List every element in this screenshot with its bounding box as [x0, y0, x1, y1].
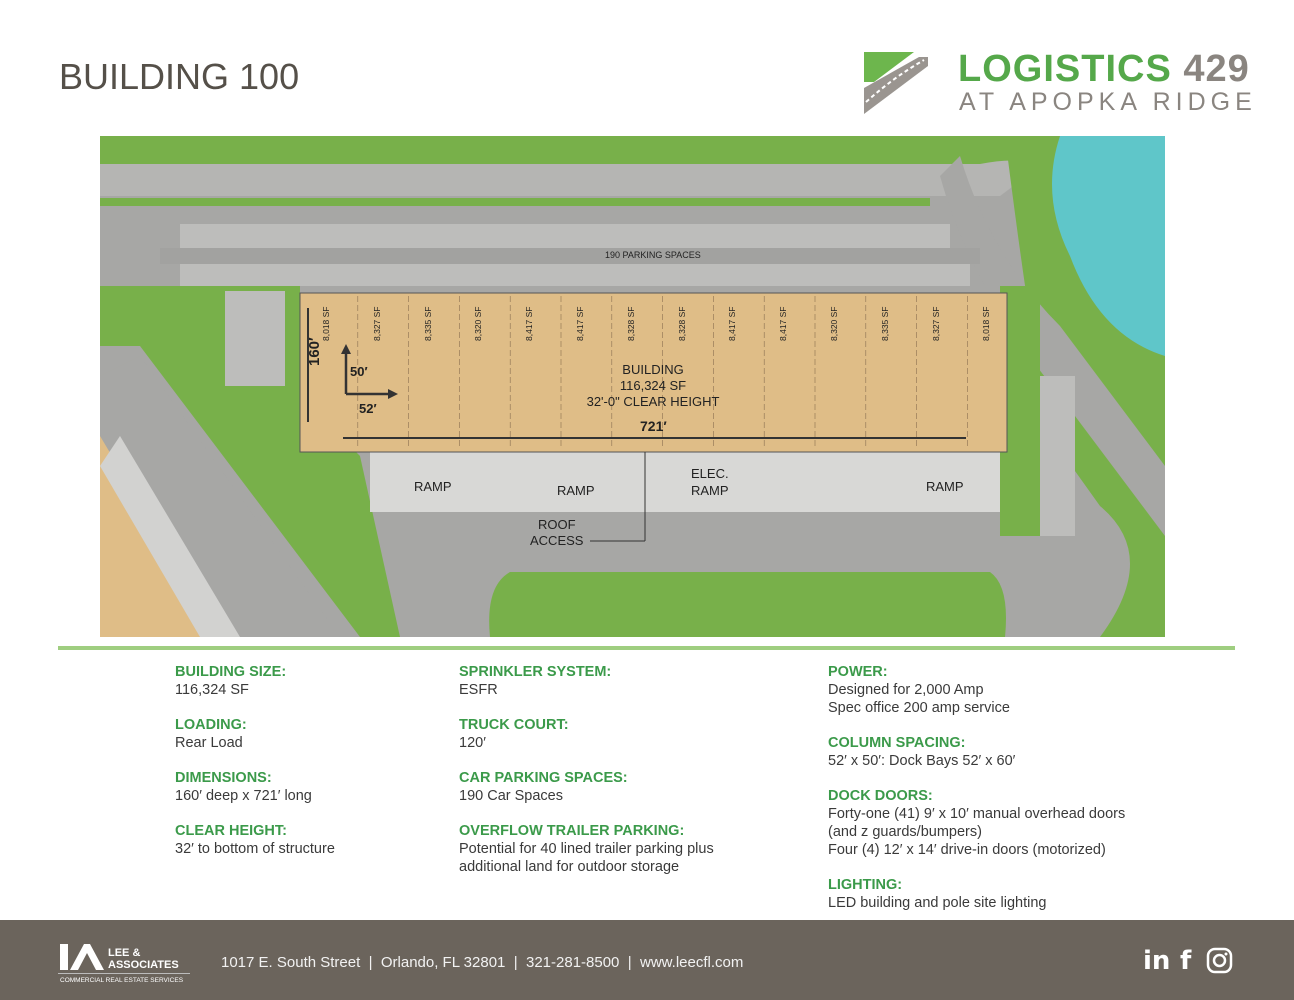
- company-tagline: COMMERCIAL REAL ESTATE SERVICES: [60, 977, 184, 984]
- logo-number: 429: [1183, 48, 1250, 90]
- spec-value: Potential for 40 lined trailer parking p…: [459, 841, 714, 857]
- spec-value: 190 Car Spaces: [459, 788, 563, 804]
- bay-sf-label: 8,417 SF: [778, 306, 789, 342]
- street: 1017 E. South Street: [221, 954, 361, 971]
- bay-sf-label: 8,327 SF: [930, 306, 941, 342]
- spec-value: Four (4) 12′ x 14′ drive-in doors (motor…: [828, 842, 1106, 858]
- column-spacing-horizontal: 52′: [359, 401, 377, 416]
- bay-sf-label: 8,018 SF: [321, 306, 331, 342]
- spec-heading: POWER:: [828, 664, 888, 680]
- building-sf: 116,324 SF: [619, 378, 687, 393]
- logo-subtitle: AT APOPKA RIDGE: [959, 88, 1257, 116]
- length-dimension: 721′: [640, 418, 667, 434]
- ramp-label: RAMP: [691, 483, 729, 498]
- sep: |: [368, 954, 373, 971]
- spec-item: CLEAR HEIGHT: 32′ to bottom of structure: [175, 822, 335, 858]
- spec-value: Designed for 2,000 Amp: [828, 682, 984, 698]
- road-logo-icon: [864, 52, 928, 114]
- spec-item: DIMENSIONS: 160′ deep x 721′ long: [175, 769, 335, 805]
- spec-value: (and z guards/bumpers): [828, 824, 982, 840]
- spec-value: 160′ deep x 721′ long: [175, 788, 312, 804]
- spec-item: COLUMN SPACING: 52′ x 50′: Dock Bays 52′ …: [828, 734, 1125, 770]
- spec-value: Rear Load: [175, 735, 243, 751]
- spec-item: OVERFLOW TRAILER PARKING: Potential for 4…: [459, 822, 714, 876]
- building-label: BUILDING 116,324 SF 32'-0" CLEAR HEIGHT: [553, 362, 753, 410]
- bay-sf-label: 8,327 SF: [371, 306, 382, 342]
- spec-value: additional land for outdoor storage: [459, 859, 680, 875]
- spec-heading: TRUCK COURT:: [459, 717, 569, 733]
- facebook-icon[interactable]: f: [1180, 946, 1192, 976]
- ramp-label: RAMP: [414, 479, 452, 494]
- spec-heading: DOCK DOORS:: [828, 788, 933, 804]
- specs-column-1: BUILDING SIZE: 116,324 SF LOADING: Rear Loa…: [175, 663, 335, 875]
- spec-value: Spec office 200 amp service: [828, 700, 1010, 716]
- website-link[interactable]: www.leecfl.com: [640, 954, 744, 971]
- sep: |: [627, 954, 632, 971]
- spec-item: BUILDING SIZE: 116,324 SF: [175, 663, 335, 699]
- roof-text: ROOF: [537, 517, 576, 532]
- spec-heading: DIMENSIONS:: [175, 770, 272, 786]
- bay-sf-label: 8,018 SF: [981, 306, 992, 342]
- bay-sf-label: 8,320 SF: [829, 306, 839, 342]
- parking-spaces-label: 190 PARKING SPACES: [605, 250, 701, 260]
- company-line-2: ASSOCIATES: [108, 959, 179, 971]
- access-text: ACCESS: [530, 533, 584, 548]
- spec-value: Forty-one (41) 9′ x 10′ manual overhead …: [828, 806, 1126, 822]
- page-title: BUILDING 100: [59, 56, 300, 97]
- spec-value: 52′ x 50′: Dock Bays 52′ x 60′: [828, 753, 1016, 769]
- spec-item: LOADING: Rear Load: [175, 716, 335, 752]
- column-spacing-vertical: 50′: [350, 364, 368, 379]
- linkedin-icon[interactable]: in: [1143, 946, 1171, 976]
- contact-info: 1017 E. South Street | Orlando, FL 32801…: [221, 954, 743, 971]
- bay-sf-label: 8,335 SF: [422, 306, 433, 342]
- spec-heading: LOADING:: [175, 717, 247, 733]
- ramp-label: RAMP: [926, 479, 964, 494]
- spec-value: 120′: [459, 735, 486, 751]
- spec-value: 32′ to bottom of structure: [175, 841, 335, 857]
- logo-main: LOGISTICS: [958, 48, 1172, 90]
- logistics-429-logo: LOGISTICS 429 AT APOPKA RIDGE: [864, 48, 1274, 118]
- spec-heading: LIGHTING:: [828, 877, 903, 893]
- lee-associates-logo: LEE & ASSOCIATES COMMERCIAL REAL ESTATE …: [58, 942, 193, 988]
- bay-sf-label: 8,320 SF: [473, 306, 484, 342]
- spec-value: 116,324 SF: [175, 682, 249, 698]
- bay-sf-label: 8,417 SF: [575, 306, 585, 342]
- spec-heading: CLEAR HEIGHT:: [175, 823, 287, 839]
- sep: |: [513, 954, 518, 971]
- spec-value: ESFR: [459, 682, 498, 698]
- bay-sf-label: 8,328 SF: [625, 306, 636, 342]
- spec-heading: CAR PARKING SPACES:: [459, 770, 628, 786]
- spec-heading: BUILDING SIZE:: [175, 664, 287, 680]
- divider: [58, 646, 1235, 650]
- bay-sf-label: 8,328 SF: [676, 306, 687, 342]
- spec-item: DOCK DOORS: Forty-one (41) 9′ x 10′ manua…: [828, 787, 1125, 859]
- building-name: BUILDING: [622, 362, 684, 377]
- spec-value: LED building and pole site lighting: [828, 895, 1047, 911]
- spec-item: SPRINKLER SYSTEM: ESFR: [459, 663, 714, 699]
- instagram-icon[interactable]: [1206, 947, 1233, 981]
- footer: LEE & ASSOCIATES COMMERCIAL REAL ESTATE …: [0, 920, 1294, 1000]
- spec-item: LIGHTING: LED building and pole site ligh…: [828, 876, 1125, 912]
- building-clear-height: 32'-0" CLEAR HEIGHT: [586, 394, 720, 409]
- site-plan: 8,018 SF 8,327 SF 8,335 SF 8,320 SF 8,417 SF…: [100, 136, 1165, 637]
- spec-heading: COLUMN SPACING:: [828, 735, 966, 751]
- roof-access-label: ROOF ACCESS: [530, 517, 583, 549]
- city: Orlando, FL 32801: [380, 954, 506, 971]
- depth-dimension: 160′: [306, 337, 323, 366]
- bay-sf-label: 8,417 SF: [727, 306, 738, 342]
- lee-logo-mark-icon: [60, 944, 104, 970]
- spec-item: CAR PARKING SPACES: 190 Car Spaces: [459, 769, 714, 805]
- spec-item: TRUCK COURT: 120′: [459, 716, 714, 752]
- bay-sf-label: 8,335 SF: [879, 306, 890, 342]
- company-line-1: LEE &: [108, 947, 141, 959]
- specs-column-2: SPRINKLER SYSTEM: ESFR TRUCK COURT: 120′ CAR…: [459, 663, 714, 893]
- spec-heading: OVERFLOW TRAILER PARKING:: [459, 823, 685, 839]
- spec-heading: SPRINKLER SYSTEM:: [459, 664, 612, 680]
- phone: 321-281-8500: [525, 954, 620, 971]
- bay-sf-label: 8,417 SF: [524, 306, 535, 342]
- ramp-label: RAMP: [557, 483, 595, 498]
- elec-label: ELEC.: [691, 466, 729, 481]
